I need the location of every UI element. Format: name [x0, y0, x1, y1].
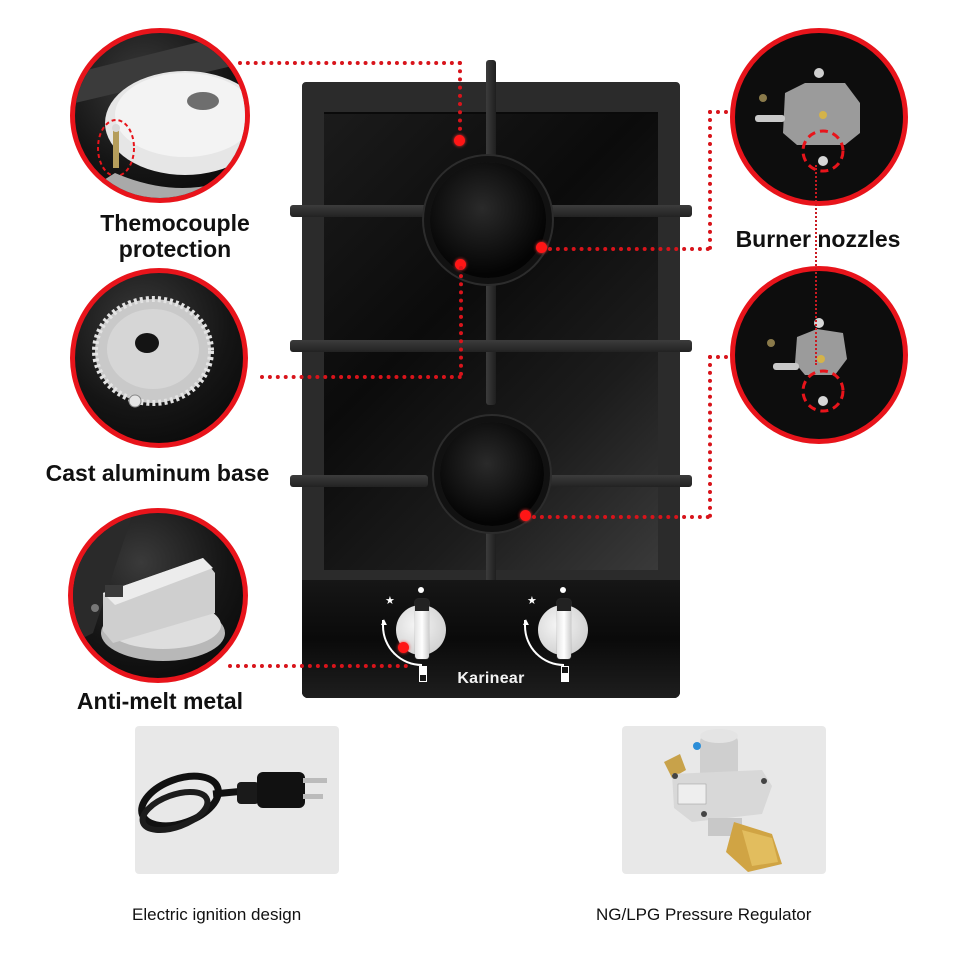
ignition-star-icon: ★ — [527, 595, 537, 607]
nozzle-link-line — [815, 165, 817, 365]
connector-thermocouple — [458, 61, 462, 139]
connector-anti-melt — [228, 664, 408, 668]
burner-base-icon — [92, 296, 214, 408]
off-indicator-icon — [418, 587, 424, 593]
off-indicator-icon — [560, 587, 566, 593]
flame-low-icon — [561, 674, 569, 682]
connector-nozzle-top — [548, 247, 710, 251]
flame-low-icon — [419, 674, 427, 682]
grate-spoke — [486, 524, 496, 584]
nozzle-bracket-icon — [767, 318, 847, 413]
burner-top — [430, 162, 546, 278]
thermocouple-detail-image — [70, 28, 250, 203]
burner-cap-thermocouple-icon — [75, 33, 245, 198]
anti-melt-label: Anti-melt metal — [76, 688, 244, 714]
anti-melt-knob-detail-image — [68, 508, 248, 683]
connector-cast-aluminum — [260, 375, 462, 379]
ignition-caption: Electric ignition design — [132, 905, 302, 924]
ignition-star-icon: ★ — [385, 595, 395, 607]
cast-aluminum-detail-image — [70, 268, 248, 448]
gas-pressure-regulator-icon — [664, 729, 782, 872]
connector-nozzle-top — [708, 110, 728, 114]
right-burner-knob[interactable] — [538, 599, 588, 659]
brand-logo: Karinear — [457, 670, 525, 687]
grate-bar — [290, 475, 428, 487]
grate-bar — [290, 205, 428, 217]
power-cord-plug-icon — [138, 772, 327, 834]
burner-nozzle-pin-marker-top — [536, 242, 547, 253]
flame-low-icon — [561, 666, 569, 674]
grate-bar — [546, 205, 692, 217]
gas-cooktop: ★ ▲ ★ ▲ Karinear — [290, 60, 692, 698]
cast-aluminum-pin-marker — [455, 259, 466, 270]
flame-low-icon — [419, 666, 427, 674]
pressure-regulator-image — [622, 726, 826, 874]
flame-high-icon: ▲ — [379, 617, 389, 628]
anti-melt-pin-marker — [398, 642, 409, 653]
metal-knob-icon — [73, 513, 225, 661]
connector-nozzle-bottom — [708, 355, 728, 359]
burner-nozzle-pin-marker-bottom — [520, 510, 531, 521]
connector-cast-aluminum — [459, 266, 463, 376]
burner-bottom — [440, 422, 544, 526]
regulator-caption: NG/LPG Pressure Regulator — [596, 905, 812, 924]
burner-nozzle-detail-image-bottom — [730, 266, 908, 444]
grate-spoke — [486, 270, 496, 405]
grate-bar — [290, 340, 692, 352]
thermocouple-label: Themocouple protection — [100, 210, 250, 262]
nozzle-bracket-icon — [755, 68, 860, 173]
burner-nozzles-label: Burner nozzles — [735, 226, 901, 252]
cast-aluminum-label: Cast aluminum base — [45, 460, 270, 486]
connector-nozzle-top — [708, 110, 712, 250]
connector-nozzle-bottom — [708, 355, 712, 518]
grate-bar — [546, 475, 692, 487]
thermocouple-pin-marker — [454, 135, 465, 146]
grate-spoke — [486, 60, 496, 170]
flame-high-icon: ▲ — [521, 617, 531, 628]
burner-nozzle-detail-image-top — [730, 28, 908, 206]
connector-thermocouple — [238, 61, 462, 65]
connector-nozzle-bottom — [532, 515, 710, 519]
control-panel: ★ ▲ ★ ▲ Karinear — [302, 580, 680, 698]
power-cord-image — [135, 726, 339, 874]
